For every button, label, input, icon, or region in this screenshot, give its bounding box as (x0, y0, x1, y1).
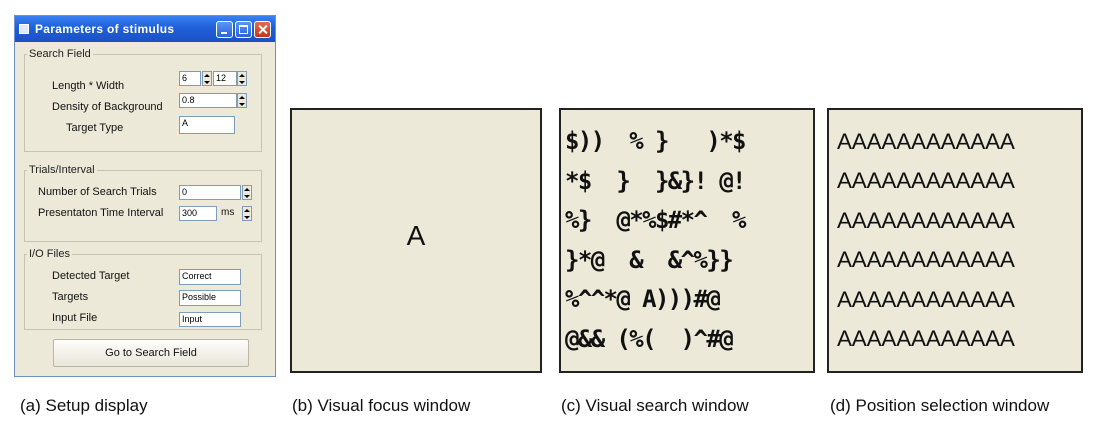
selection-row[interactable]: AAAAAAAAAAAA (837, 168, 1015, 194)
minimize-icon[interactable] (216, 20, 233, 38)
detected-target-input[interactable]: Correct (179, 269, 241, 285)
length-input[interactable]: 6 (179, 71, 201, 86)
caption-visual-search-window: (c) Visual search window (561, 396, 749, 415)
length-spinner[interactable] (202, 71, 212, 86)
search-row: %^^*@ A)))#@ (565, 285, 721, 313)
interval-label: Presentaton Time Interval (38, 207, 164, 219)
targets-label: Targets (52, 291, 89, 303)
trials-interval-group: Trials/Interval (24, 164, 262, 242)
go-to-search-field-button[interactable]: Go to Search Field (53, 339, 249, 367)
interval-unit: ms (221, 207, 235, 218)
trials-interval-legend: Trials/Interval (29, 164, 95, 176)
input-file-label: Input File (52, 312, 98, 324)
app-icon (19, 24, 29, 34)
input-file-input[interactable]: Input (179, 312, 241, 327)
visual-focus-window: A (290, 108, 542, 373)
dialog-titlebar[interactable]: Parameters of stimulus (15, 16, 275, 42)
width-spinner[interactable] (237, 71, 247, 86)
length-width-label: Length * Width (52, 80, 125, 92)
search-row: %} @*%$#*^ % (565, 206, 746, 234)
selection-row[interactable]: AAAAAAAAAAAA (837, 129, 1015, 154)
search-row: $)) % } )*$ (565, 127, 746, 155)
close-icon[interactable] (254, 20, 271, 38)
target-type-label: Target Type (66, 122, 124, 134)
selection-row[interactable]: AAAAAAAAAAAA (837, 286, 1015, 312)
num-trials-input[interactable]: 0 (179, 185, 241, 200)
focus-target-letter: A (406, 220, 426, 251)
num-trials-spinner[interactable] (242, 185, 252, 200)
selection-row[interactable]: AAAAAAAAAAAA (837, 326, 1015, 352)
selection-row[interactable]: AAAAAAAAAAAA (837, 207, 1015, 233)
search-field-legend: Search Field (29, 48, 91, 60)
target-type-input[interactable]: A (179, 116, 235, 134)
position-selection-window: AAAAAAAAAAAA AAAAAAAAAAAA AAAAAAAAAAAA A… (827, 108, 1083, 373)
detected-target-label: Detected Target (52, 270, 130, 282)
selection-row[interactable]: AAAAAAAAAAAA (837, 247, 1015, 273)
interval-input[interactable]: 300 (179, 206, 217, 221)
num-trials-label: Number of Search Trials (38, 186, 157, 198)
caption-visual-focus-window: (b) Visual focus window (292, 396, 471, 415)
density-input[interactable]: 0.8 (179, 93, 237, 108)
search-field-group: Search Field (24, 48, 262, 152)
dialog-title: Parameters of stimulus (35, 22, 175, 36)
search-row: @&& (%( )^#@ (565, 324, 734, 353)
interval-spinner[interactable] (242, 206, 252, 221)
io-files-group: I/O Files (24, 248, 262, 330)
targets-input[interactable]: Possible (179, 290, 241, 306)
search-row: *$ } }&}! @! (565, 166, 746, 195)
density-spinner[interactable] (237, 93, 247, 108)
visual-search-window: $)) % } )*$ *$ } }&}! @! %} @*%$#*^ % }*… (559, 108, 815, 373)
setup-dialog: Parameters of stimulus Search Field Leng… (14, 15, 276, 377)
search-row: }*@ & &^%}} (565, 245, 734, 274)
caption-setup-display: (a) Setup display (20, 396, 148, 415)
width-input[interactable]: 12 (213, 71, 237, 86)
density-label: Density of Background (52, 101, 163, 113)
maximize-icon[interactable] (235, 20, 252, 38)
io-files-legend: I/O Files (29, 248, 70, 260)
caption-position-selection-window: (d) Position selection window (830, 396, 1050, 415)
